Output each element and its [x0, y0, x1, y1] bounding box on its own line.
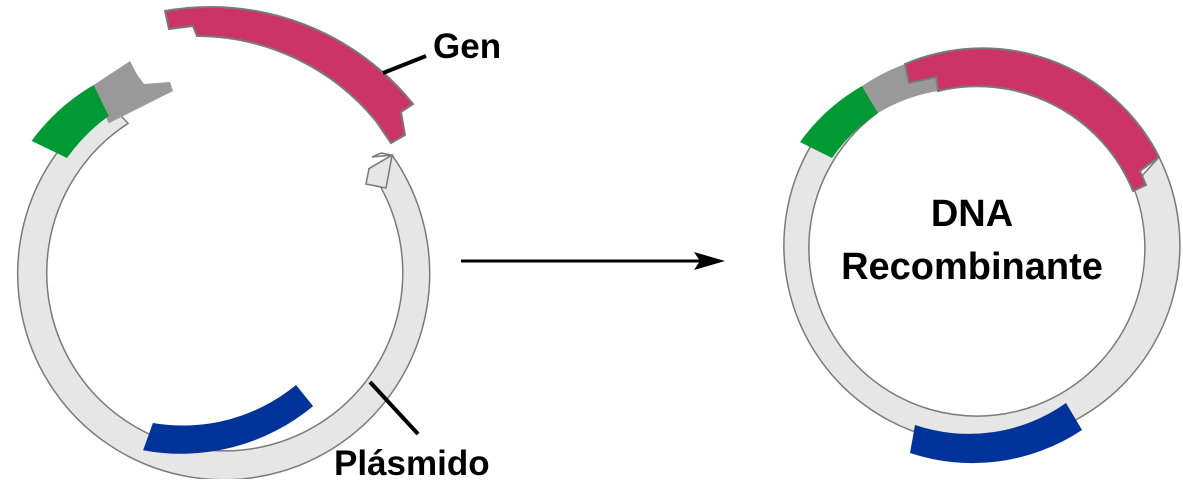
- arrow-head: [694, 252, 725, 270]
- plasmid-sticky-end: [93, 61, 173, 124]
- recombinant-marker-blue: [910, 403, 1082, 464]
- recombinant-marker-green: [800, 86, 878, 158]
- open-plasmid: [16, 61, 431, 481]
- plasmid-marker-green: [31, 85, 109, 158]
- gene-insert: [163, 6, 415, 145]
- plasmid-cut-end: [365, 152, 395, 189]
- recombinant-sticky-end: [862, 64, 938, 113]
- recombinant-label-line1: DNA: [931, 193, 1013, 235]
- plasmid-label: Plásmido: [334, 444, 490, 479]
- gene-fragment: [163, 6, 415, 145]
- process-arrow: [461, 252, 725, 270]
- recombinant-gene-insert: [903, 47, 1161, 193]
- plasmid-leader-line: [368, 380, 420, 436]
- recombinant-plasmid: [783, 47, 1181, 464]
- recombinant-label-line2: Recombinante: [841, 246, 1103, 288]
- plasmid-marker-blue: [143, 385, 314, 454]
- gene-leader-line: [382, 54, 427, 75]
- gene-label: Gen: [433, 27, 501, 66]
